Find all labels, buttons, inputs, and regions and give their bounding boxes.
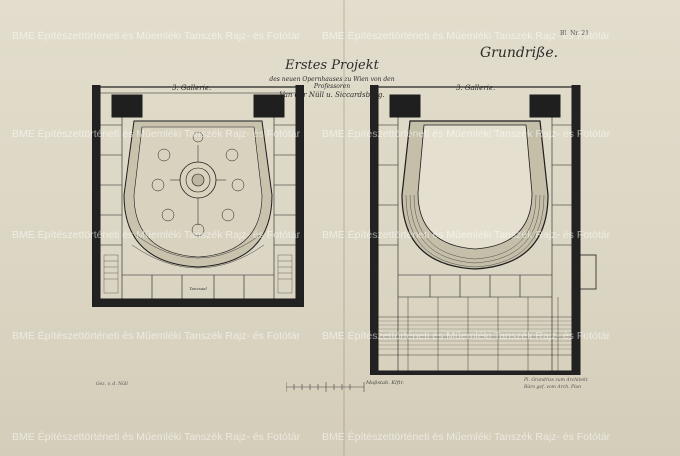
watermark: BME Építészettörténeti és Műemléki Tansz…: [12, 30, 301, 42]
watermark: BME Építészettörténeti és Műemléki Tansz…: [322, 431, 611, 443]
right-bottom-caption-1: Pl. Grundriss zum Architekt: [524, 378, 588, 383]
title-line-1: Erstes Projekt: [285, 58, 379, 73]
right-bottom-caption-2: Büro gef. vom Arch. Plan: [524, 385, 582, 390]
watermark: BME Építészettörténeti és Műemléki Tansz…: [322, 128, 611, 140]
left-room-label: Tanzsaal: [189, 286, 207, 291]
watermark: BME Építészettörténeti és Műemléki Tansz…: [322, 330, 611, 342]
watermark: BME Építészettörténeti és Műemléki Tansz…: [12, 128, 301, 140]
title-line-2: des neuen Opernhauses zu Wien von den Pr…: [269, 76, 395, 90]
watermark: BME Építészettörténeti és Műemléki Tansz…: [12, 431, 301, 443]
scale-label: Maßstab. Klftr.: [366, 380, 405, 386]
left-floor-plan: Tanzsaal: [92, 85, 304, 307]
paper-crease: [343, 0, 345, 456]
right-floor-plan: [370, 85, 597, 375]
drawing-title: Erstes Projekt des neuen Opernhauses zu …: [252, 58, 412, 99]
watermark: BME Építészettörténeti és Műemléki Tansz…: [12, 229, 301, 241]
title-line-3: Van der Nüll u. Siccardsburg.: [279, 91, 385, 99]
left-gallery-label: 3. Gallerie.: [172, 84, 212, 92]
left-bottom-caption: Gez. v. d. Nüll: [96, 382, 128, 387]
right-gallery-label: 3. Gallerie.: [456, 84, 496, 92]
watermark: BME Építészettörténeti és Műemléki Tansz…: [322, 30, 611, 42]
watermark: BME Építészettörténeti és Műemléki Tansz…: [12, 330, 301, 342]
sheet-number: Bl. Nr. 21: [560, 30, 590, 37]
scale-bar: [286, 382, 365, 392]
watermark: BME Építészettörténeti és Műemléki Tansz…: [322, 229, 611, 241]
grundrisse-heading: Grundriße.: [480, 45, 559, 61]
